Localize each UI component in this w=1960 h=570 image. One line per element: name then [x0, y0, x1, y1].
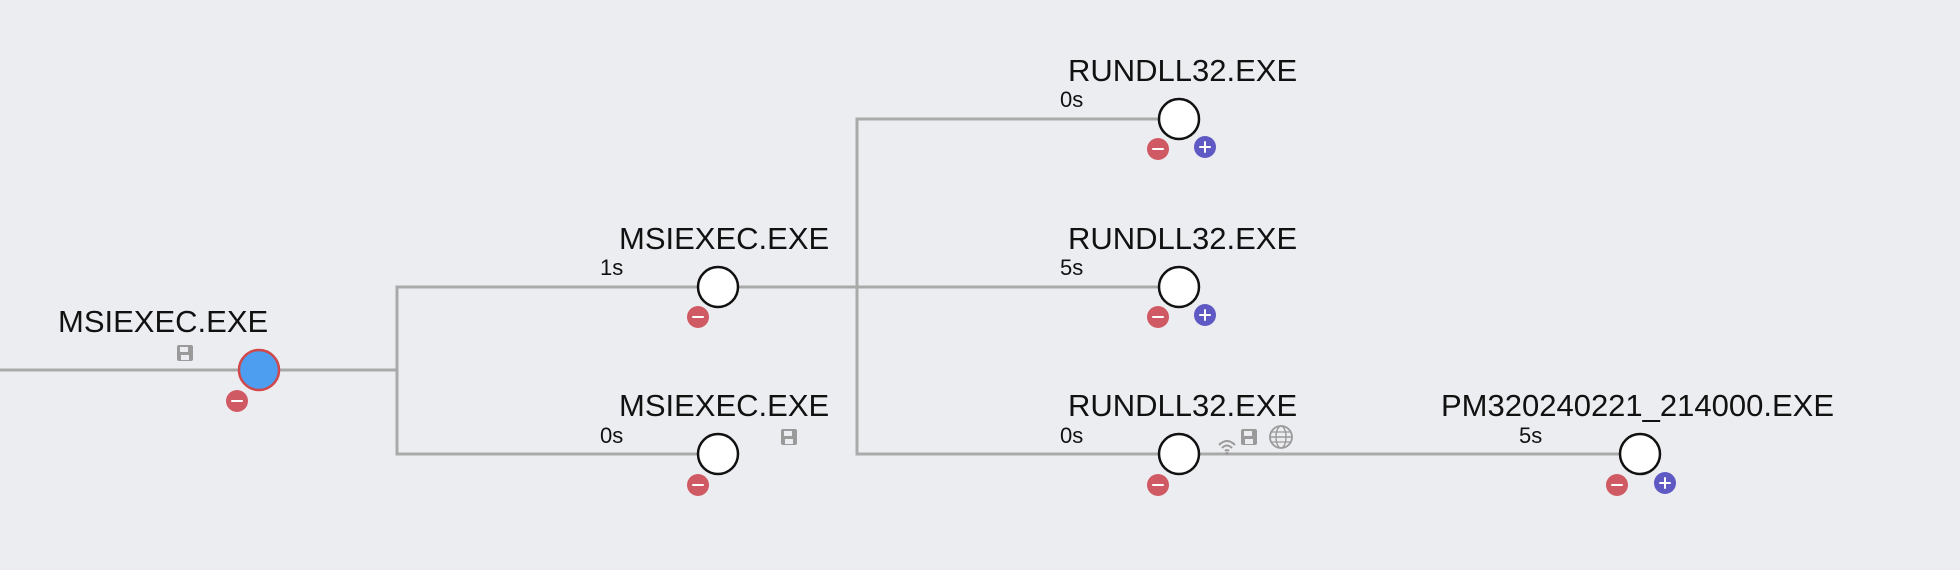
tree-edges [0, 117, 1642, 456]
edge-n0-n1 [257, 285, 720, 372]
expand-button[interactable] [1654, 472, 1676, 494]
collapse-button[interactable] [226, 390, 248, 412]
expand-button[interactable] [1194, 304, 1216, 326]
process-node-circle[interactable] [237, 348, 281, 392]
save-icon [177, 345, 193, 361]
edge-n0-n2 [395, 368, 720, 456]
collapse-button[interactable] [687, 306, 709, 328]
process-duration: 0s [1060, 87, 1083, 112]
process-name: RUNDLL32.EXE [1068, 388, 1297, 423]
process-name: MSIEXEC.EXE [58, 304, 268, 339]
process-name: RUNDLL32.EXE [1068, 53, 1297, 88]
collapse-button[interactable] [1606, 474, 1628, 496]
collapse-button[interactable] [1147, 306, 1169, 328]
save-icon [1241, 429, 1257, 445]
collapse-button[interactable] [1147, 138, 1169, 160]
process-name: PM320240221_214000.EXE [1441, 388, 1834, 423]
expand-button[interactable] [1194, 136, 1216, 158]
process-node-circle[interactable] [1157, 97, 1201, 141]
process-name: MSIEXEC.EXE [619, 221, 829, 256]
edge-n1-n3 [716, 117, 1180, 289]
process-node-circle[interactable] [696, 265, 740, 309]
process-node-circle[interactable] [1157, 432, 1201, 476]
process-node[interactable]: MSIEXEC.EXE 1s [600, 221, 829, 328]
process-node[interactable]: RUNDLL32.EXE 0s [1060, 53, 1297, 160]
process-duration: 1s [600, 255, 623, 280]
process-node[interactable]: RUNDLL32.EXE 5s [1060, 221, 1297, 328]
process-name: RUNDLL32.EXE [1068, 221, 1297, 256]
process-duration: 0s [1060, 423, 1083, 448]
process-node[interactable]: MSIEXEC.EXE 0s [600, 388, 829, 496]
globe-icon [1269, 425, 1293, 449]
save-icon [781, 429, 797, 445]
process-node[interactable]: MSIEXEC.EXE [58, 304, 281, 412]
process-duration: 5s [1519, 423, 1542, 448]
process-node-circle[interactable] [1157, 265, 1201, 309]
process-duration: 0s [600, 423, 623, 448]
process-node[interactable]: RUNDLL32.EXE 0s [1060, 388, 1297, 496]
process-node-circle[interactable] [696, 432, 740, 476]
process-duration: 5s [1060, 255, 1083, 280]
wifi-icon [1218, 440, 1236, 456]
process-node-circle[interactable] [1618, 432, 1662, 476]
process-node[interactable]: PM320240221_214000.EXE 5s [1441, 388, 1834, 496]
process-name: MSIEXEC.EXE [619, 388, 829, 423]
collapse-button[interactable] [1147, 474, 1169, 496]
collapse-button[interactable] [687, 474, 709, 496]
edge-n1-n5 [855, 285, 1180, 456]
